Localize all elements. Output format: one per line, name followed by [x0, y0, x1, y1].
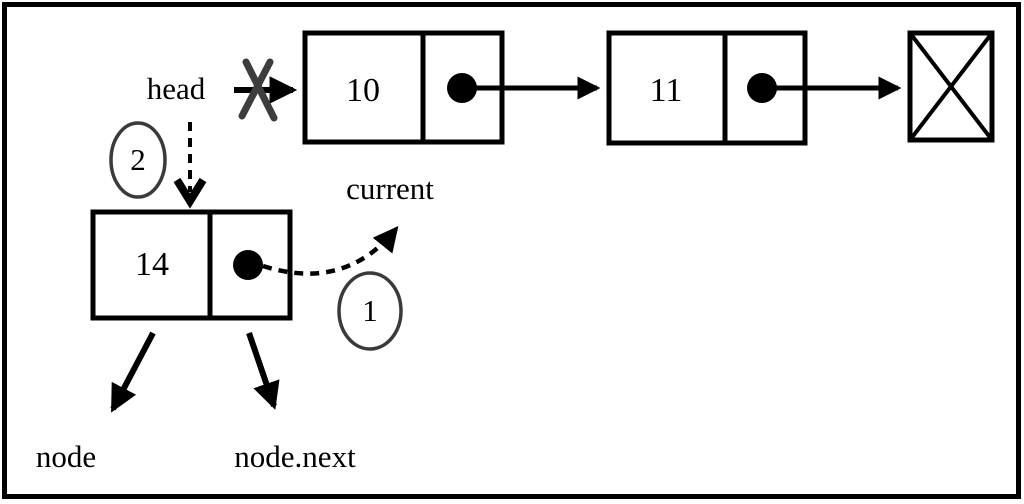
- head-label: head: [147, 71, 206, 106]
- arrow-to-node-label: [110, 331, 156, 413]
- node-value: 10: [346, 72, 380, 109]
- broken-link-cross-icon: [238, 58, 274, 120]
- step-1-badge: 1: [337, 271, 403, 351]
- arrow-to-node-next-label: [246, 332, 280, 410]
- badge-number: 1: [362, 293, 378, 328]
- null-terminator-icon: [907, 30, 995, 143]
- node-next-label: node.next: [234, 439, 356, 474]
- node14-next-dashed-arrow: [262, 226, 399, 276]
- new-head-arrowhead: [173, 177, 207, 209]
- broken-link-cross-icon: [242, 58, 278, 122]
- node-value: 14: [135, 246, 169, 283]
- node-label: node: [36, 439, 96, 474]
- null-cross-line: [908, 31, 994, 142]
- badge-ellipse: [337, 271, 403, 351]
- badge-number: 2: [130, 142, 146, 177]
- list-node-14: 14: [90, 209, 293, 321]
- node-value: 11: [650, 72, 683, 109]
- step-2-badge: 2: [109, 121, 167, 199]
- pointer-dot-icon: [233, 250, 263, 280]
- badge-ellipse: [109, 121, 167, 199]
- current-label: current: [346, 171, 434, 206]
